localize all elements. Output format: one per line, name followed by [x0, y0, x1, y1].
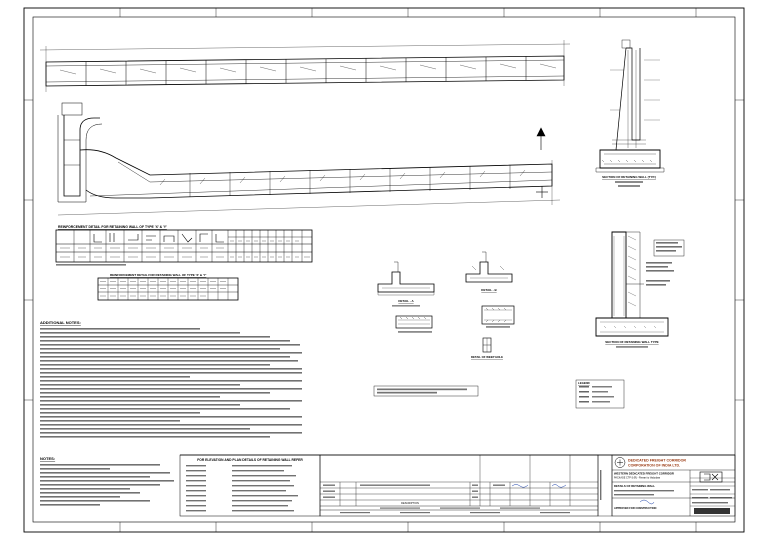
detail-a-drawing	[377, 261, 435, 296]
project-name-line1: WESTERN DEDICATED FREIGHT CORRIDOR	[614, 472, 674, 476]
dfccil-logo-icon	[614, 457, 626, 468]
section-fyz-title: SECTION OF RETAINING WALL TYPE	[605, 340, 658, 344]
additional-notes-title: ADDITIONAL NOTES:	[40, 320, 81, 325]
reference-box-list	[186, 465, 298, 512]
detail-a-note	[392, 305, 420, 307]
legend-box	[575, 379, 625, 409]
weep-hole-detail	[482, 337, 492, 353]
top-wall-elevation	[39, 40, 571, 92]
mid-note-box	[373, 385, 479, 397]
wall-plan	[57, 102, 561, 216]
base-slab-caption	[398, 331, 432, 333]
company-logo-icon	[699, 471, 723, 483]
detail-b-title: DETAIL - B	[481, 288, 497, 292]
notes-title: NOTES:	[40, 456, 55, 461]
section-right-tall-wall	[595, 39, 665, 173]
additional-notes-list	[40, 328, 302, 438]
sheet-border	[23, 7, 745, 533]
section-right-subtitle	[615, 181, 643, 183]
drawing-title: DETAILS OF RETAINING WALL	[614, 484, 655, 488]
section-fyz-subtitle	[616, 346, 648, 348]
drawing-number-box	[694, 508, 730, 514]
title-block-fields	[600, 470, 732, 504]
revision-table-entries	[323, 484, 570, 514]
project-name-line2: PACKAGE CTP-3 (R) - Rewari to Vadodara	[614, 477, 661, 480]
client-name-line1: DEDICATED FREIGHT CORRIDOR	[628, 459, 686, 463]
detail-a-title: DETAIL - A	[398, 299, 414, 303]
section-caption	[486, 326, 510, 328]
revision-description-header: DESCRIPTION	[401, 501, 419, 505]
schedule-table-2	[97, 277, 239, 301]
signature-marks	[511, 484, 655, 505]
schedule-1-title: REINFORCEMENT DETAIL FOR RETAINING WALL …	[58, 225, 167, 229]
approval-stamp: APPROVED FOR CONSTRUCTION	[614, 506, 656, 510]
detail-b-drawing	[465, 251, 513, 283]
section-fyz-drawing	[595, 231, 685, 337]
schedule-table-1	[55, 229, 313, 263]
section-fyz-labels	[646, 242, 682, 286]
legend-title: LEGEND	[578, 381, 590, 385]
schedule-2-title: REINFORCEMENT DETAIL FOR RETAINING WALL …	[110, 273, 207, 277]
north-arrow-icon	[536, 127, 548, 198]
section-right-subtitle	[618, 185, 640, 187]
reference-box-title: FOR ELEVATION AND PLAN DETAILS OF RETAIN…	[197, 458, 303, 462]
client-name-line2: CORPORATION OF INDIA LTD.	[628, 464, 680, 468]
schedule-1-footnote	[56, 264, 126, 266]
notes-list	[40, 464, 174, 506]
title-block-frame	[179, 454, 736, 517]
base-slab-detail	[395, 305, 515, 329]
weep-hole-title: DETAIL OF WEEP HOLE	[471, 355, 503, 359]
section-right-title: SECTION OF RETAINING WALL (TYP.)	[602, 175, 656, 179]
